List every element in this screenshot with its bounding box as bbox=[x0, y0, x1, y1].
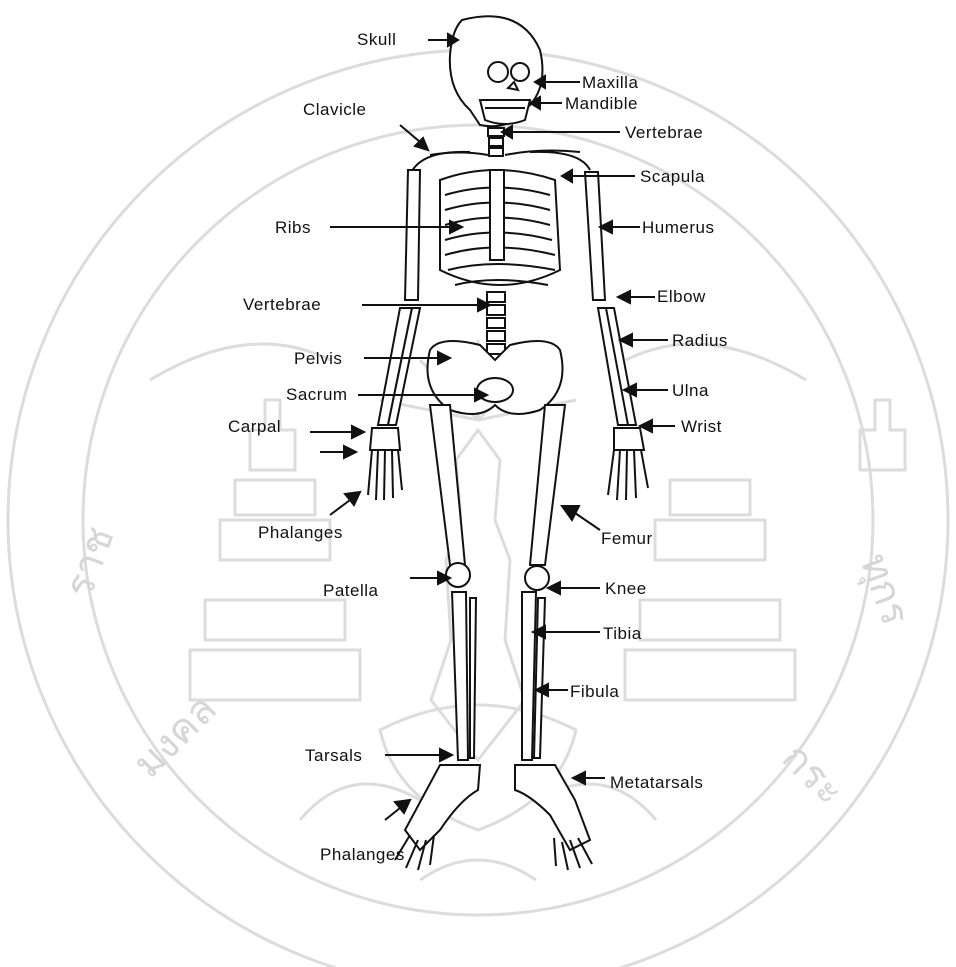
label-tibia: Tibia bbox=[603, 625, 642, 642]
label-clavicle: Clavicle bbox=[303, 101, 367, 118]
label-vertebrae-neck: Vertebrae bbox=[625, 124, 703, 141]
label-wrist: Wrist bbox=[681, 418, 722, 435]
label-femur: Femur bbox=[601, 530, 653, 547]
label-patella: Patella bbox=[323, 582, 378, 599]
label-carpal: Carpal bbox=[228, 418, 281, 435]
label-metatarsals: Metatarsals bbox=[610, 774, 703, 791]
label-ulna: Ulna bbox=[672, 382, 709, 399]
label-ribs: Ribs bbox=[275, 219, 311, 236]
label-humerus: Humerus bbox=[642, 219, 714, 236]
label-sacrum: Sacrum bbox=[286, 386, 348, 403]
label-phalanges-hand: Phalanges bbox=[258, 524, 343, 541]
label-elbow: Elbow bbox=[657, 288, 706, 305]
label-maxilla: Maxilla bbox=[582, 74, 638, 91]
label-scapula: Scapula bbox=[640, 168, 705, 185]
label-fibula: Fibula bbox=[570, 683, 619, 700]
label-pelvis: Pelvis bbox=[294, 350, 342, 367]
label-skull: Skull bbox=[357, 31, 396, 48]
label-vertebrae-spine: Vertebrae bbox=[243, 296, 321, 313]
label-tarsals: Tarsals bbox=[305, 747, 362, 764]
label-mandible: Mandible bbox=[565, 95, 638, 112]
label-phalanges-foot: Phalanges bbox=[320, 846, 405, 863]
label-knee: Knee bbox=[605, 580, 647, 597]
label-radius: Radius bbox=[672, 332, 728, 349]
